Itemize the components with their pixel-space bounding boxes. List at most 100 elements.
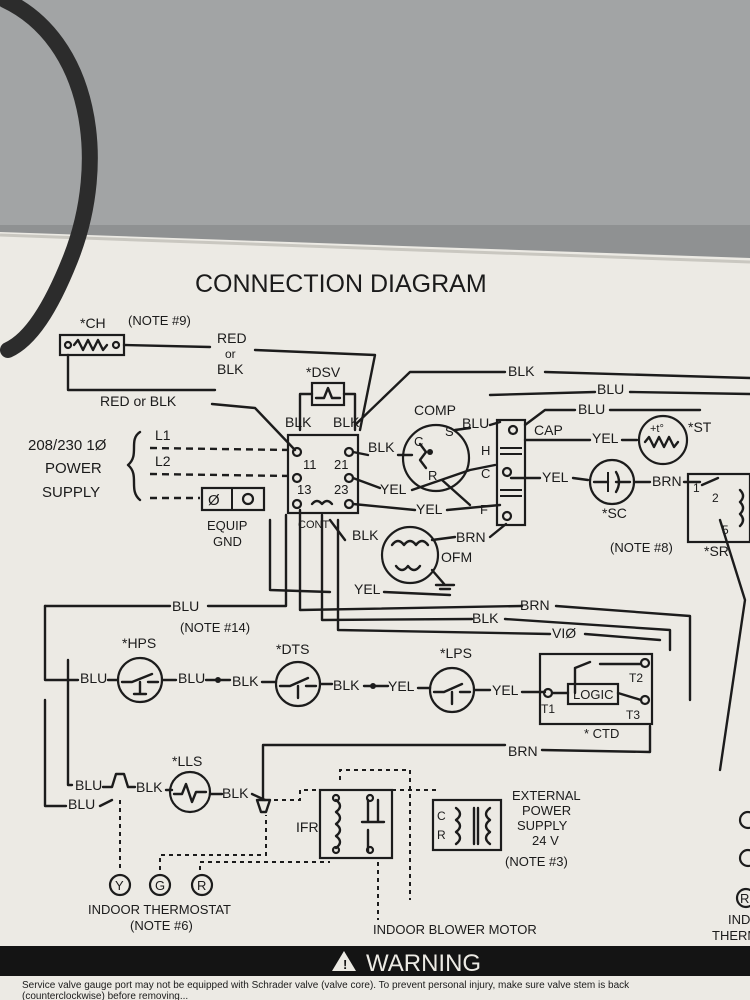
st-yel-label: YEL bbox=[592, 430, 619, 446]
comp-r: R bbox=[428, 468, 437, 483]
wire-blu-left-2 bbox=[43, 698, 114, 808]
dsv-blk-left: BLK bbox=[285, 414, 312, 430]
ch-terminal-left bbox=[63, 340, 73, 350]
liquid-line-solenoid bbox=[168, 770, 212, 814]
wire-blu-cap bbox=[523, 408, 577, 427]
wire-ch-to-dsv bbox=[253, 348, 377, 432]
ch-resistor-symbol bbox=[72, 338, 109, 352]
wire-ofm-brn bbox=[430, 522, 508, 542]
ofm-yel-label: YEL bbox=[354, 581, 381, 597]
ext-line4: 24 V bbox=[532, 833, 559, 848]
thermostat-g-label: G bbox=[155, 878, 165, 893]
lower-blu-2: BLU bbox=[68, 796, 95, 812]
dual-capacitor bbox=[495, 418, 527, 527]
supply-brace bbox=[126, 430, 142, 502]
diagram-label bbox=[0, 232, 750, 1000]
thermostat-r-label: R bbox=[197, 878, 206, 893]
right-edge-text1: IND bbox=[728, 912, 750, 927]
ext-line3: SUPPLY bbox=[517, 818, 568, 833]
sc-yel-label: YEL bbox=[542, 469, 569, 485]
sr-1: 1 bbox=[693, 481, 700, 495]
sr-5: 5 bbox=[722, 523, 729, 537]
note8-label: (NOTE #8) bbox=[610, 540, 673, 555]
cap-label: CAP bbox=[534, 422, 563, 438]
lower-blu-1: BLU bbox=[75, 777, 102, 793]
wire-blu-top-right bbox=[628, 390, 750, 396]
contactor-t21: 21 bbox=[334, 457, 348, 472]
wire-ch-left-down bbox=[66, 353, 217, 392]
run-blk-label: BLK bbox=[472, 610, 499, 626]
right-edge-terminal-r bbox=[735, 887, 750, 909]
svg-text:!: ! bbox=[343, 957, 347, 972]
start-thermistor bbox=[637, 414, 689, 466]
sr-label: *SR bbox=[704, 543, 729, 559]
ext-c: C bbox=[437, 809, 446, 823]
indoor-fan-relay bbox=[318, 788, 394, 860]
ofm-winding bbox=[390, 539, 430, 572]
contactor-t13: 13 bbox=[297, 482, 311, 497]
sr-symbol bbox=[700, 476, 745, 528]
contactor-t11: 11 bbox=[303, 457, 317, 472]
wire-brn-lower bbox=[261, 743, 507, 802]
ctd-internal bbox=[550, 691, 643, 702]
wire-blu-top bbox=[488, 390, 597, 397]
lps-yel-right: YEL bbox=[492, 682, 519, 698]
wire-yel-cont-a2 bbox=[410, 463, 497, 492]
wire-brn-run bbox=[298, 508, 524, 612]
comp-s: S bbox=[445, 424, 454, 439]
ifr-contacts bbox=[360, 798, 386, 854]
sc-brn-label: BRN bbox=[652, 473, 682, 489]
compressor bbox=[401, 423, 471, 493]
thermostat-y-label: Y bbox=[115, 878, 124, 893]
dsv-wires bbox=[298, 392, 357, 432]
warning-heading: WARNING bbox=[366, 950, 481, 977]
sc-symbol bbox=[592, 470, 632, 494]
lls-label: *LLS bbox=[172, 753, 202, 769]
cap-h: H bbox=[481, 443, 490, 458]
wire-comp-r bbox=[440, 478, 472, 507]
dts-label: *DTS bbox=[276, 641, 309, 657]
hps-label: *HPS bbox=[122, 635, 156, 651]
ctd-t1: T1 bbox=[541, 702, 555, 716]
ctd-t2: T2 bbox=[629, 671, 643, 685]
thermostat-g bbox=[148, 873, 172, 897]
lps-label: *LPS bbox=[440, 645, 472, 661]
hps-blu-left: BLU bbox=[80, 670, 107, 686]
ground-screw bbox=[241, 492, 255, 506]
lls-symbol bbox=[172, 782, 208, 804]
ifr-label: IFR bbox=[296, 819, 319, 835]
compressor-time-delay bbox=[538, 652, 654, 726]
warning-triangle-icon bbox=[332, 951, 356, 971]
l1-label: L1 bbox=[155, 427, 171, 443]
right-edge-terminal-1 bbox=[738, 810, 750, 830]
wire-yel-cont-a bbox=[351, 476, 382, 490]
thermostat-label: INDOOR THERMOSTAT bbox=[88, 902, 231, 917]
l2-label: L2 bbox=[155, 453, 171, 469]
lls-terminal bbox=[255, 798, 272, 814]
sr-2: 2 bbox=[712, 491, 719, 505]
thermostat-r bbox=[190, 873, 214, 897]
ch-terminal-right bbox=[111, 340, 121, 350]
note14-label: (NOTE #14) bbox=[180, 620, 250, 635]
wire-red-or-blk-label: RED or BLK bbox=[100, 393, 177, 409]
warning-line1: Service valve gauge port may not be equi… bbox=[22, 980, 630, 991]
wire-yel-cont-b2 bbox=[445, 503, 502, 512]
ctd-logic-label: LOGIC bbox=[573, 687, 613, 702]
ofm-blk-label: BLK bbox=[352, 527, 379, 543]
wire-brn-run-right bbox=[554, 604, 692, 702]
right-edge-text2: THERM bbox=[712, 928, 750, 943]
st-label: *ST bbox=[688, 419, 712, 435]
lps-yel-left: YEL bbox=[388, 678, 415, 694]
wire-blu-long bbox=[43, 513, 288, 608]
ext-note: (NOTE #3) bbox=[505, 854, 568, 869]
run-brn-label: BRN bbox=[520, 597, 550, 613]
diagram-title: CONNECTION DIAGRAM bbox=[195, 270, 487, 298]
wire-or-label: or bbox=[225, 347, 236, 361]
dsv-symbol bbox=[314, 386, 342, 400]
thermostat-r-wire bbox=[199, 861, 330, 870]
st-plus-t: +t° bbox=[650, 423, 664, 435]
wire-blk-label-ch: BLK bbox=[217, 361, 244, 377]
top-blu-label: BLU bbox=[597, 381, 624, 397]
lls-blk-right: BLK bbox=[222, 785, 249, 801]
ifr-wire-right bbox=[339, 769, 411, 900]
